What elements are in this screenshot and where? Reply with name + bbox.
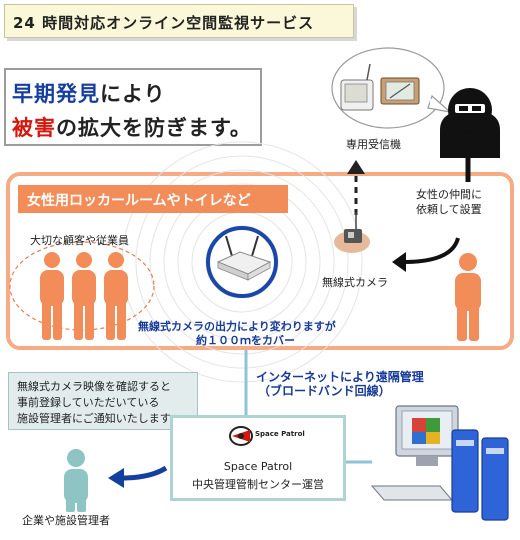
masked-person-icon	[440, 88, 500, 158]
internet-label-line-1: インターネットにより遠隔管理	[256, 370, 424, 384]
coverage-note-line-1: 無線式カメラの出力により変わりますが	[138, 320, 336, 333]
manager-person-icon	[64, 449, 88, 512]
notify-arrow	[108, 465, 168, 488]
receiver-label: 専用受信機	[346, 138, 401, 151]
dashed-arrow-to-receiver	[347, 160, 365, 215]
center-name: Space Patrol	[223, 460, 293, 473]
area-title: 女性用ロッカールームやトイレなど	[27, 193, 251, 209]
server-computer-icon	[370, 405, 509, 521]
headline-text: により	[100, 82, 166, 106]
headline-emphasis-early-detection: 早期発見	[12, 82, 100, 106]
notification-box: 無線式カメラ映像を確認すると 事前登録していただいている 施設管理者にご通知いた…	[8, 372, 198, 430]
space-patrol-logo	[229, 426, 253, 446]
control-center-box: Space Patrol Space Patrol 中央管理管制センター運営	[170, 415, 346, 501]
router-device-icon	[206, 226, 278, 298]
center-subtitle: 中央管理管制センター運営	[192, 478, 324, 491]
area-banner: 女性用ロッカールームやトイレなど	[18, 185, 288, 213]
accomplice-label-line-1: 女性の仲間に	[416, 186, 482, 202]
headline-box: 早期発見により 被害の拡大を防ぎます。	[4, 68, 262, 146]
headline-text: の拡大を防ぎます。	[56, 116, 252, 140]
notification-line-1: 無線式カメラ映像を確認すると	[17, 380, 171, 393]
camera-label: 無線式カメラ	[322, 276, 388, 289]
accomplice-person-icon	[455, 253, 481, 341]
manager-label: 企業や施設管理者	[22, 514, 110, 527]
internet-label-line-2: （ブロードバンド回線）	[258, 384, 391, 398]
receiver-device-icon	[340, 63, 420, 111]
hand-camera-icon	[334, 212, 370, 253]
notification-line-3: 施設管理者にご通知いたします。	[17, 412, 181, 425]
notification-line-2: 事前登録していただいている	[17, 396, 160, 409]
people-label: 大切な顧客や従業員	[30, 234, 129, 247]
service-title-banner: 24 時間対応オンライン空間監視サービス	[4, 4, 354, 38]
headline-line-1: 早期発見により	[12, 78, 166, 108]
service-title: 24 時間対応オンライン空間監視サービス	[13, 14, 315, 32]
install-arrow	[392, 237, 460, 272]
logo-wordmark: Space Patrol	[255, 430, 305, 438]
headline-emphasis-damage: 被害	[12, 116, 56, 140]
accomplice-label-line-2: 依頼して設置	[416, 201, 482, 217]
coverage-note-line-2: 約１００ｍをカバー	[196, 334, 295, 347]
people-group-icon	[40, 252, 128, 340]
headline-line-2: 被害の拡大を防ぎます。	[12, 112, 252, 142]
